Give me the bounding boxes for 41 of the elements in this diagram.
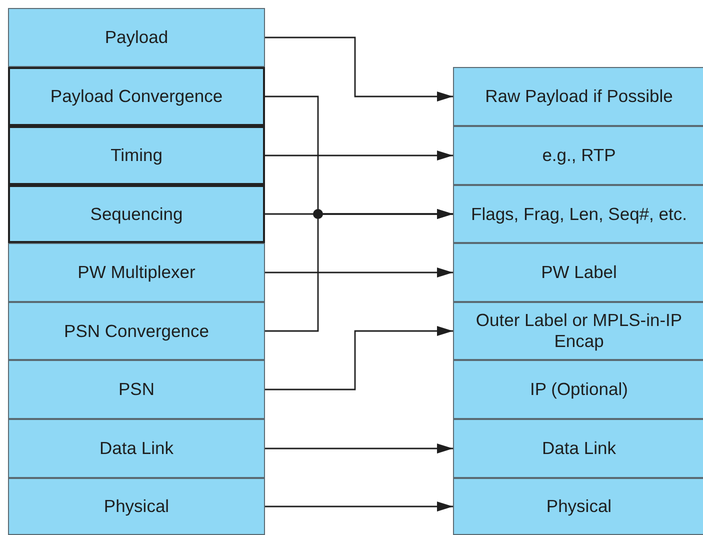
layer-box — [8, 67, 265, 126]
layer-box — [8, 302, 265, 360]
layer-label: Outer Label or MPLS-in-IP Encap — [474, 310, 684, 352]
layer-box — [453, 302, 703, 360]
layer-box — [8, 126, 265, 185]
layer-box — [453, 360, 703, 419]
layer-label: e.g., RTP — [542, 145, 616, 166]
connector-arrow — [265, 326, 453, 390]
layer-label: Timing — [110, 145, 162, 166]
layer-box — [8, 478, 265, 535]
layer-label: IP (Optional) — [530, 379, 628, 400]
connector-arrow — [265, 444, 453, 454]
layer-label: PSN Convergence — [64, 320, 209, 342]
layer-label: Data Link — [100, 438, 174, 459]
layer-box — [453, 67, 703, 126]
layer-label: Payload Convergence — [50, 86, 223, 107]
layer-box — [8, 8, 265, 67]
layer-box — [453, 419, 703, 478]
layer-label: Physical — [546, 496, 612, 517]
layer-box — [8, 419, 265, 478]
layer-box — [453, 478, 703, 535]
layer-box — [453, 126, 703, 185]
layer-box — [453, 243, 703, 302]
layer-label: Data Link — [542, 438, 616, 459]
layer-label: Physical — [104, 496, 170, 517]
layer-label: PSN — [118, 379, 154, 400]
layer-box — [8, 360, 265, 419]
connector-arrow — [265, 36, 453, 102]
layer-label: Flags, Frag, Len, Seq#, etc. — [471, 204, 687, 224]
layer-label: Sequencing — [90, 204, 183, 224]
connector-arrow — [265, 268, 453, 278]
layer-box — [8, 243, 265, 302]
connector-arrow — [265, 150, 453, 160]
layer-label: PW Multiplexer — [78, 262, 196, 283]
connector-arrow — [265, 502, 453, 512]
layer-label: Raw Payload if Possible — [485, 86, 673, 107]
layer-label: PW Label — [541, 262, 617, 283]
layer-box — [453, 185, 703, 243]
layer-label: Payload — [104, 27, 168, 48]
layer-box — [8, 185, 265, 243]
connector-arrow — [265, 209, 453, 332]
